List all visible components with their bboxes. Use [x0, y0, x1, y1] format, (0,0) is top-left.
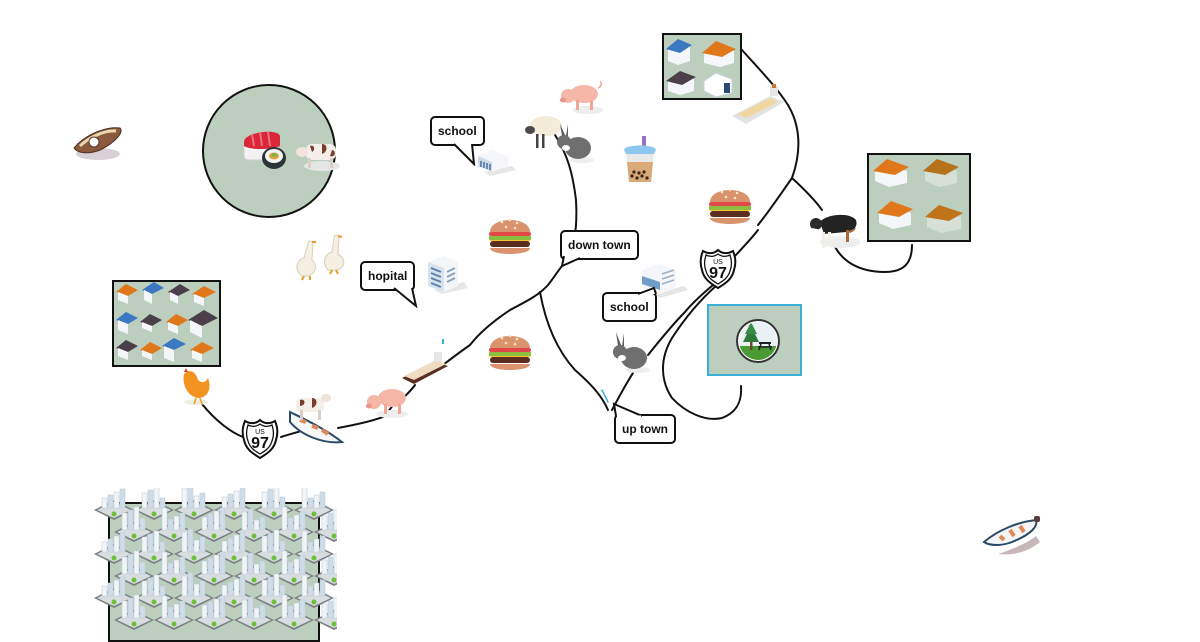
- geese-icon: [290, 230, 354, 282]
- callout-school-mid-tail: [637, 286, 657, 295]
- hamburger-icon: [486, 212, 534, 260]
- hamburger-icon: [486, 328, 534, 376]
- rowboat-icon: [982, 514, 1044, 558]
- path-shield-hamburger: [734, 229, 759, 257]
- shield-route-number: 97: [709, 265, 727, 282]
- path-junction-dog: [791, 177, 823, 211]
- callout-school-top: school: [430, 116, 485, 146]
- callout-down-town-tail: [560, 256, 581, 268]
- callout-school-top-label: school: [438, 124, 477, 138]
- chicken-icon: [178, 366, 214, 406]
- callout-up-town: up town: [614, 414, 676, 444]
- us-route-shield: US 97: [240, 418, 280, 460]
- callout-school-mid-label: school: [610, 300, 649, 314]
- callout-school-mid: school: [602, 292, 657, 322]
- city-blocks-icon: [92, 484, 354, 630]
- houses-icon: [114, 282, 219, 365]
- callout-school-top-tail: [453, 142, 476, 166]
- school-building-icon: [474, 144, 518, 176]
- hamburger-icon: [706, 182, 754, 230]
- pig-icon: [364, 380, 412, 420]
- rabbit-icon: [552, 122, 596, 164]
- cargo-ship-icon: [400, 350, 450, 390]
- callout-hospital-label: hopital: [368, 269, 408, 283]
- sushi-icon: [240, 126, 290, 172]
- pig-icon: [558, 76, 606, 116]
- rabbit-icon: [608, 330, 652, 374]
- callout-down-town-label: down town: [568, 238, 631, 252]
- shield-prefix: US: [255, 429, 265, 436]
- callout-up-town-label: up town: [622, 422, 668, 436]
- cargo-ship-icon: [730, 84, 786, 126]
- hospital-building-icon: [424, 252, 470, 296]
- bubble-tea-icon: [620, 136, 660, 186]
- sheep-icon: [524, 110, 568, 152]
- callout-hospital-tail: [393, 286, 418, 308]
- dog-icon: [806, 208, 862, 254]
- us-route-shield: US 97: [698, 248, 738, 290]
- cow-icon: [294, 134, 342, 174]
- school-building-icon: [640, 260, 688, 298]
- path-downtown-uptown: [539, 291, 609, 411]
- shield-prefix: US: [713, 259, 723, 266]
- callout-up-town-tail: [612, 402, 643, 418]
- path-hamburger-junction: [757, 177, 793, 226]
- houses-icon: [664, 35, 740, 98]
- park-picnic-icon: [735, 318, 781, 364]
- cow-icon: [288, 388, 332, 422]
- motorboat-icon: [70, 122, 126, 166]
- houses-icon: [869, 155, 969, 240]
- path-chicken-shield: [201, 403, 244, 438]
- path-uptown-tail: [601, 389, 609, 403]
- callout-down-town: down town: [560, 230, 639, 260]
- shield-route-number: 97: [251, 435, 269, 452]
